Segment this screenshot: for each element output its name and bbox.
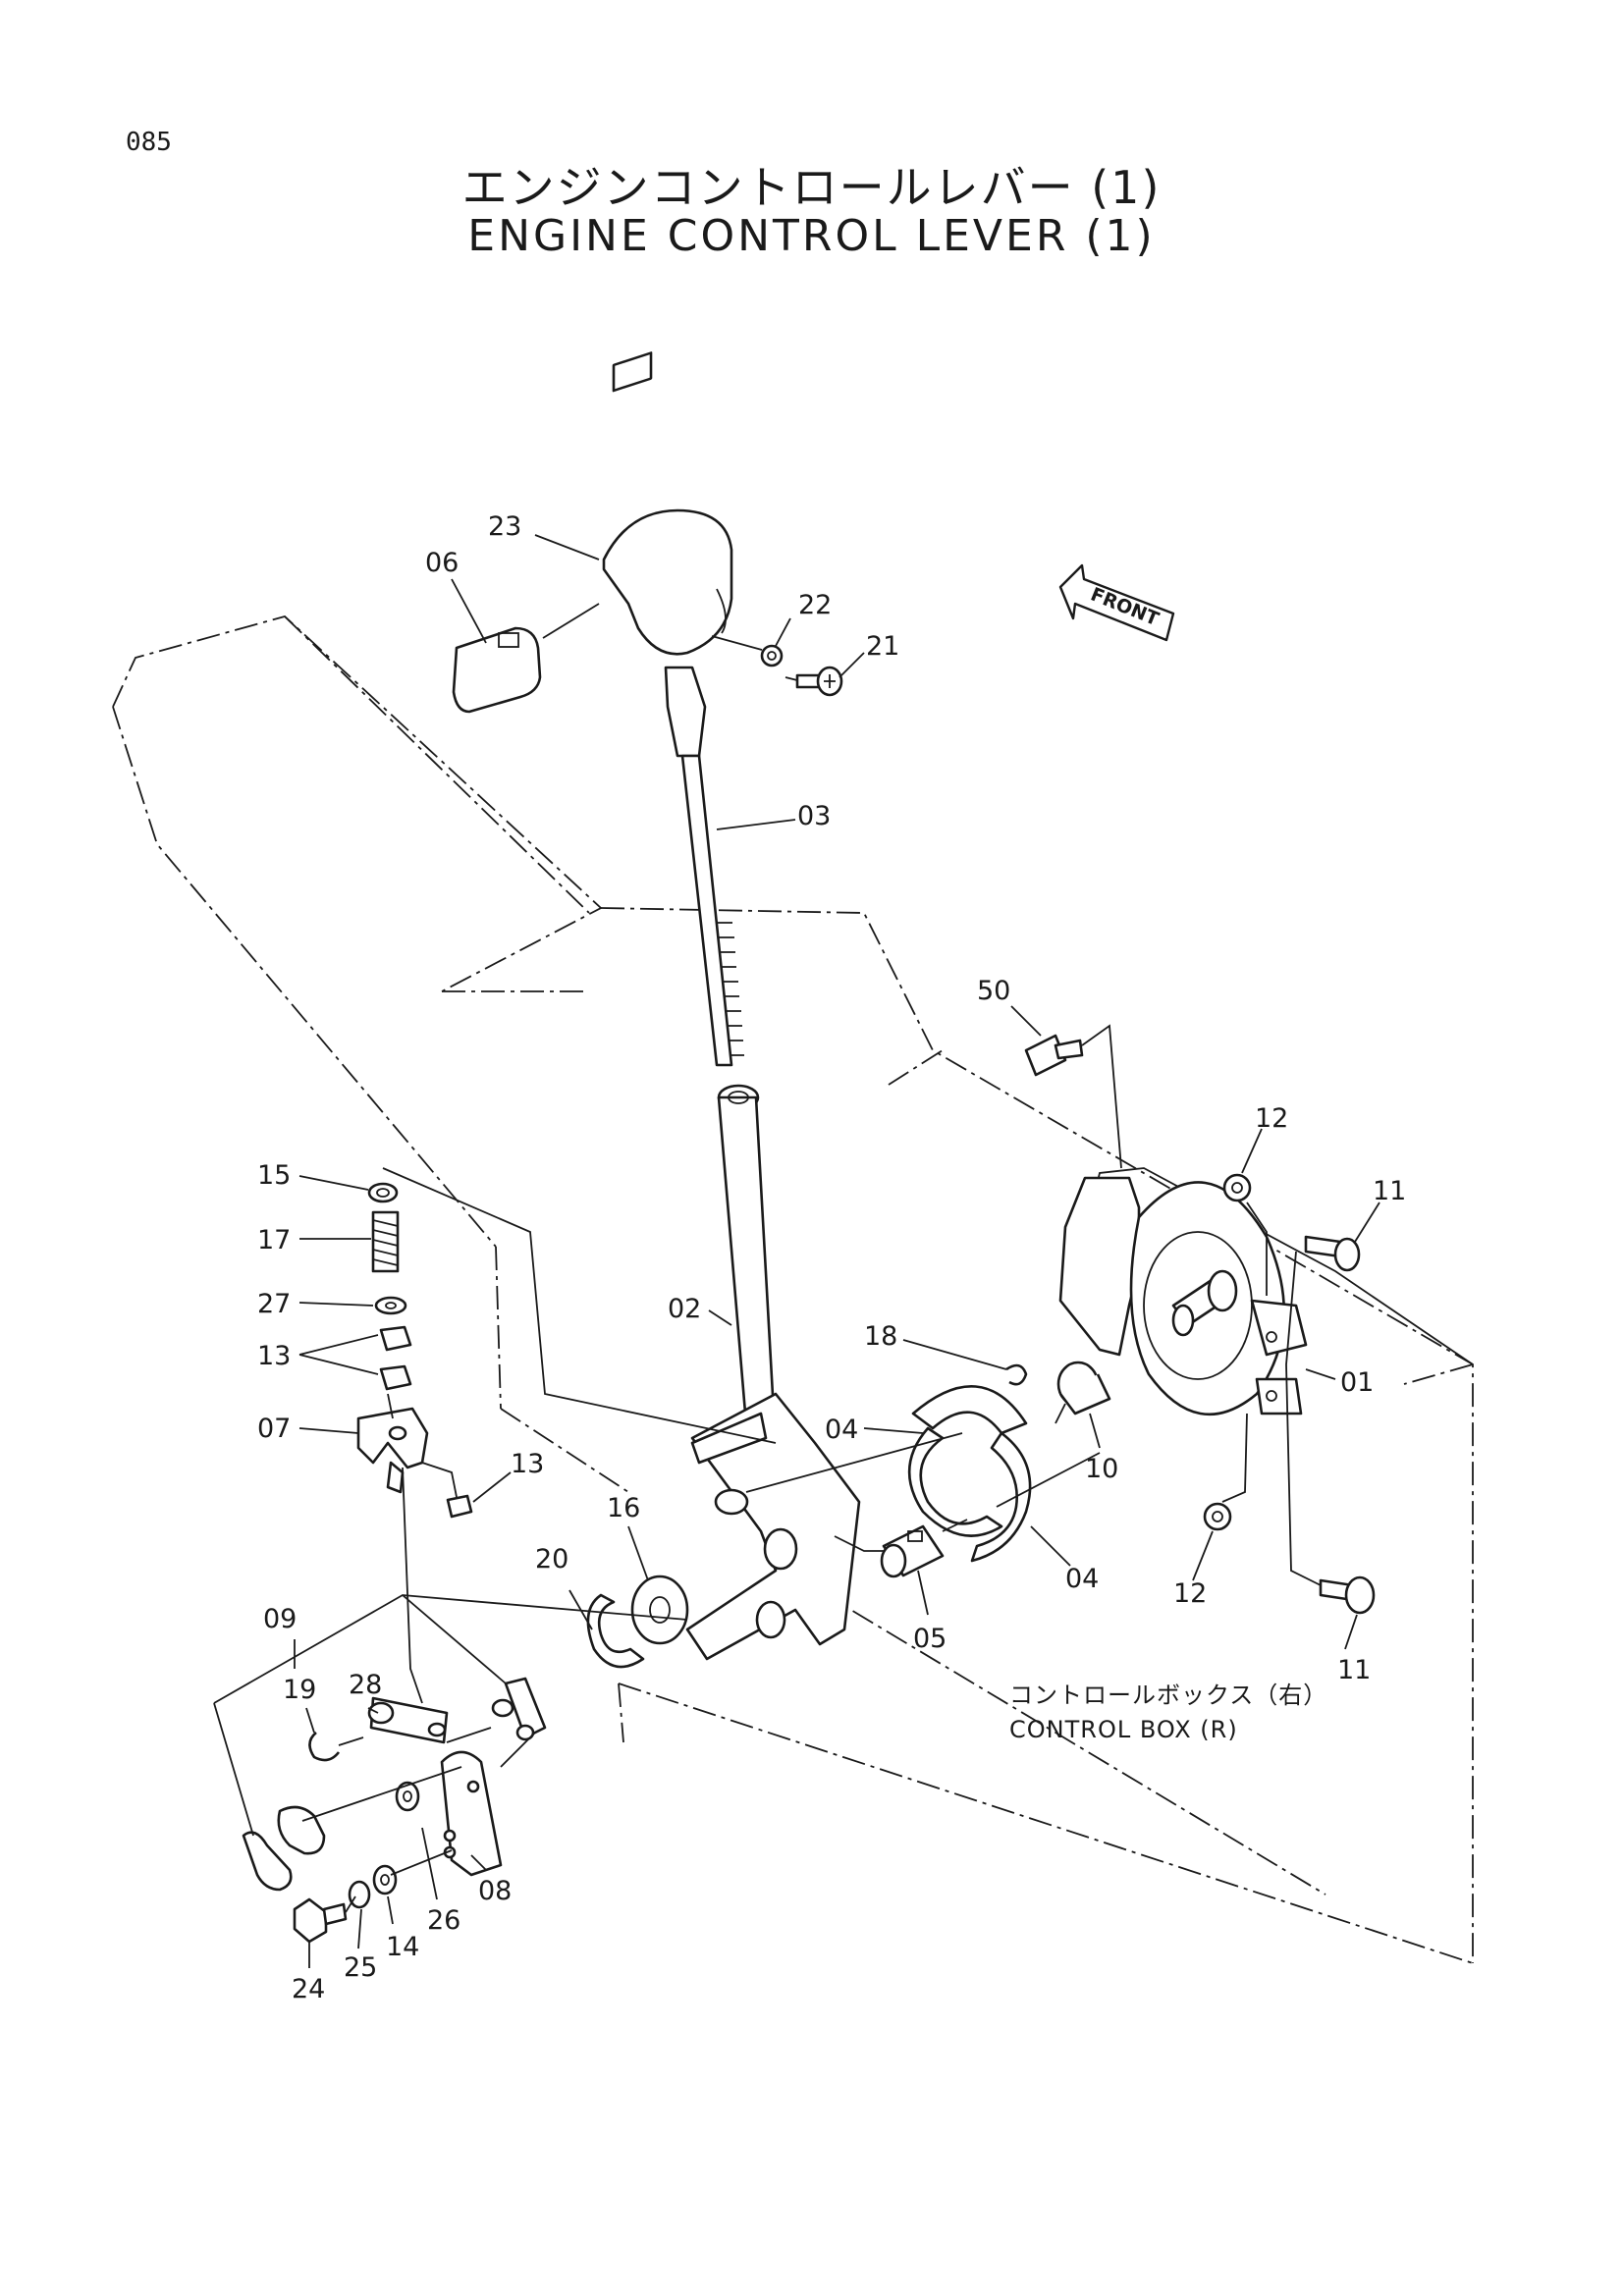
nut-12b bbox=[1203, 1502, 1232, 1531]
label-12b: 12 bbox=[1173, 1578, 1207, 1609]
label-25: 25 bbox=[344, 1952, 377, 1983]
label-27: 27 bbox=[257, 1289, 291, 1319]
washer-15 bbox=[367, 1182, 399, 1203]
label-11a: 11 bbox=[1373, 1176, 1406, 1206]
plate-08 bbox=[440, 1750, 503, 1877]
label-07: 07 bbox=[257, 1414, 291, 1444]
front-arrow-icon: FRONT bbox=[1058, 563, 1175, 642]
label-01: 01 bbox=[1340, 1367, 1374, 1398]
washer-22 bbox=[760, 644, 784, 667]
pin-18 bbox=[1005, 1363, 1028, 1386]
lower-tube bbox=[717, 1084, 778, 1450]
nut-13b bbox=[446, 1494, 473, 1519]
bolt-11a bbox=[1304, 1235, 1361, 1272]
link-09 bbox=[242, 1805, 326, 1892]
label-28: 28 bbox=[349, 1670, 382, 1700]
leader-lines bbox=[294, 534, 1380, 1968]
part-labels: 23 06 22 21 03 50 12 11 15 17 27 13 07 1… bbox=[257, 511, 1406, 2004]
title-japanese: エンジンコントロールレバー (1) bbox=[461, 161, 1162, 214]
washer-27 bbox=[374, 1296, 407, 1315]
label-10: 10 bbox=[1085, 1454, 1118, 1484]
upper-rod bbox=[664, 666, 744, 1067]
washer-26 bbox=[395, 1781, 420, 1812]
control-box-caption-en: CONTROL BOX (R) bbox=[1009, 1716, 1238, 1743]
page-number: 085 bbox=[126, 128, 172, 157]
label-23: 23 bbox=[488, 511, 521, 542]
label-50: 50 bbox=[977, 976, 1010, 1006]
collar-05 bbox=[880, 1524, 945, 1578]
label-05: 05 bbox=[913, 1624, 947, 1654]
clip-20 bbox=[586, 1593, 645, 1669]
clevis-07 bbox=[356, 1407, 429, 1494]
lever-bracket bbox=[685, 1392, 861, 1661]
label-18: 18 bbox=[864, 1321, 897, 1352]
knob-cap bbox=[452, 626, 542, 714]
assembly-lines bbox=[213, 603, 1322, 1913]
label-22: 22 bbox=[798, 590, 832, 620]
friction-plates bbox=[907, 1385, 1032, 1563]
label-02: 02 bbox=[668, 1294, 701, 1324]
label-21: 21 bbox=[866, 631, 899, 662]
label-08: 08 bbox=[478, 1876, 512, 1906]
washer-14 bbox=[372, 1864, 398, 1896]
washer-16 bbox=[630, 1575, 689, 1645]
pin-link-right bbox=[491, 1677, 547, 1741]
label-09: 09 bbox=[263, 1604, 297, 1634]
clip-19 bbox=[308, 1732, 341, 1762]
label-15: 15 bbox=[257, 1160, 291, 1191]
label-20: 20 bbox=[535, 1544, 568, 1575]
spring-17 bbox=[371, 1210, 400, 1273]
label-04a: 04 bbox=[825, 1415, 858, 1445]
label-24: 24 bbox=[292, 1974, 325, 2004]
title-english: ENGINE CONTROL LEVER (1) bbox=[467, 211, 1156, 261]
bolt-24 bbox=[293, 1897, 348, 1944]
label-17: 17 bbox=[257, 1225, 291, 1255]
knob bbox=[602, 351, 733, 656]
bolt-11b bbox=[1319, 1575, 1376, 1615]
bolt-50 bbox=[1024, 1034, 1084, 1077]
link-plate-28 bbox=[367, 1696, 449, 1744]
screw-21 bbox=[795, 666, 843, 697]
label-19: 19 bbox=[283, 1675, 316, 1705]
nuts-13 bbox=[379, 1325, 412, 1391]
label-14: 14 bbox=[386, 1932, 419, 1962]
label-06: 06 bbox=[425, 548, 459, 578]
label-11b: 11 bbox=[1337, 1655, 1371, 1685]
bushing-10 bbox=[1056, 1361, 1111, 1415]
label-03: 03 bbox=[797, 801, 831, 831]
label-12a: 12 bbox=[1255, 1103, 1288, 1134]
label-04b: 04 bbox=[1065, 1564, 1099, 1594]
label-13b: 13 bbox=[511, 1449, 544, 1479]
control-box-caption-jp: コントロールボックス（右） bbox=[1009, 1682, 1327, 1709]
label-26: 26 bbox=[427, 1905, 460, 1936]
washer-25 bbox=[348, 1880, 371, 1909]
label-13a: 13 bbox=[257, 1341, 291, 1371]
control-box-caption: コントロールボックス（右） CONTROL BOX (R) bbox=[1009, 1682, 1327, 1743]
console-outline bbox=[112, 614, 1474, 1964]
nut-12a bbox=[1222, 1173, 1252, 1202]
base-plate bbox=[1058, 1176, 1308, 1416]
label-16: 16 bbox=[607, 1493, 640, 1523]
